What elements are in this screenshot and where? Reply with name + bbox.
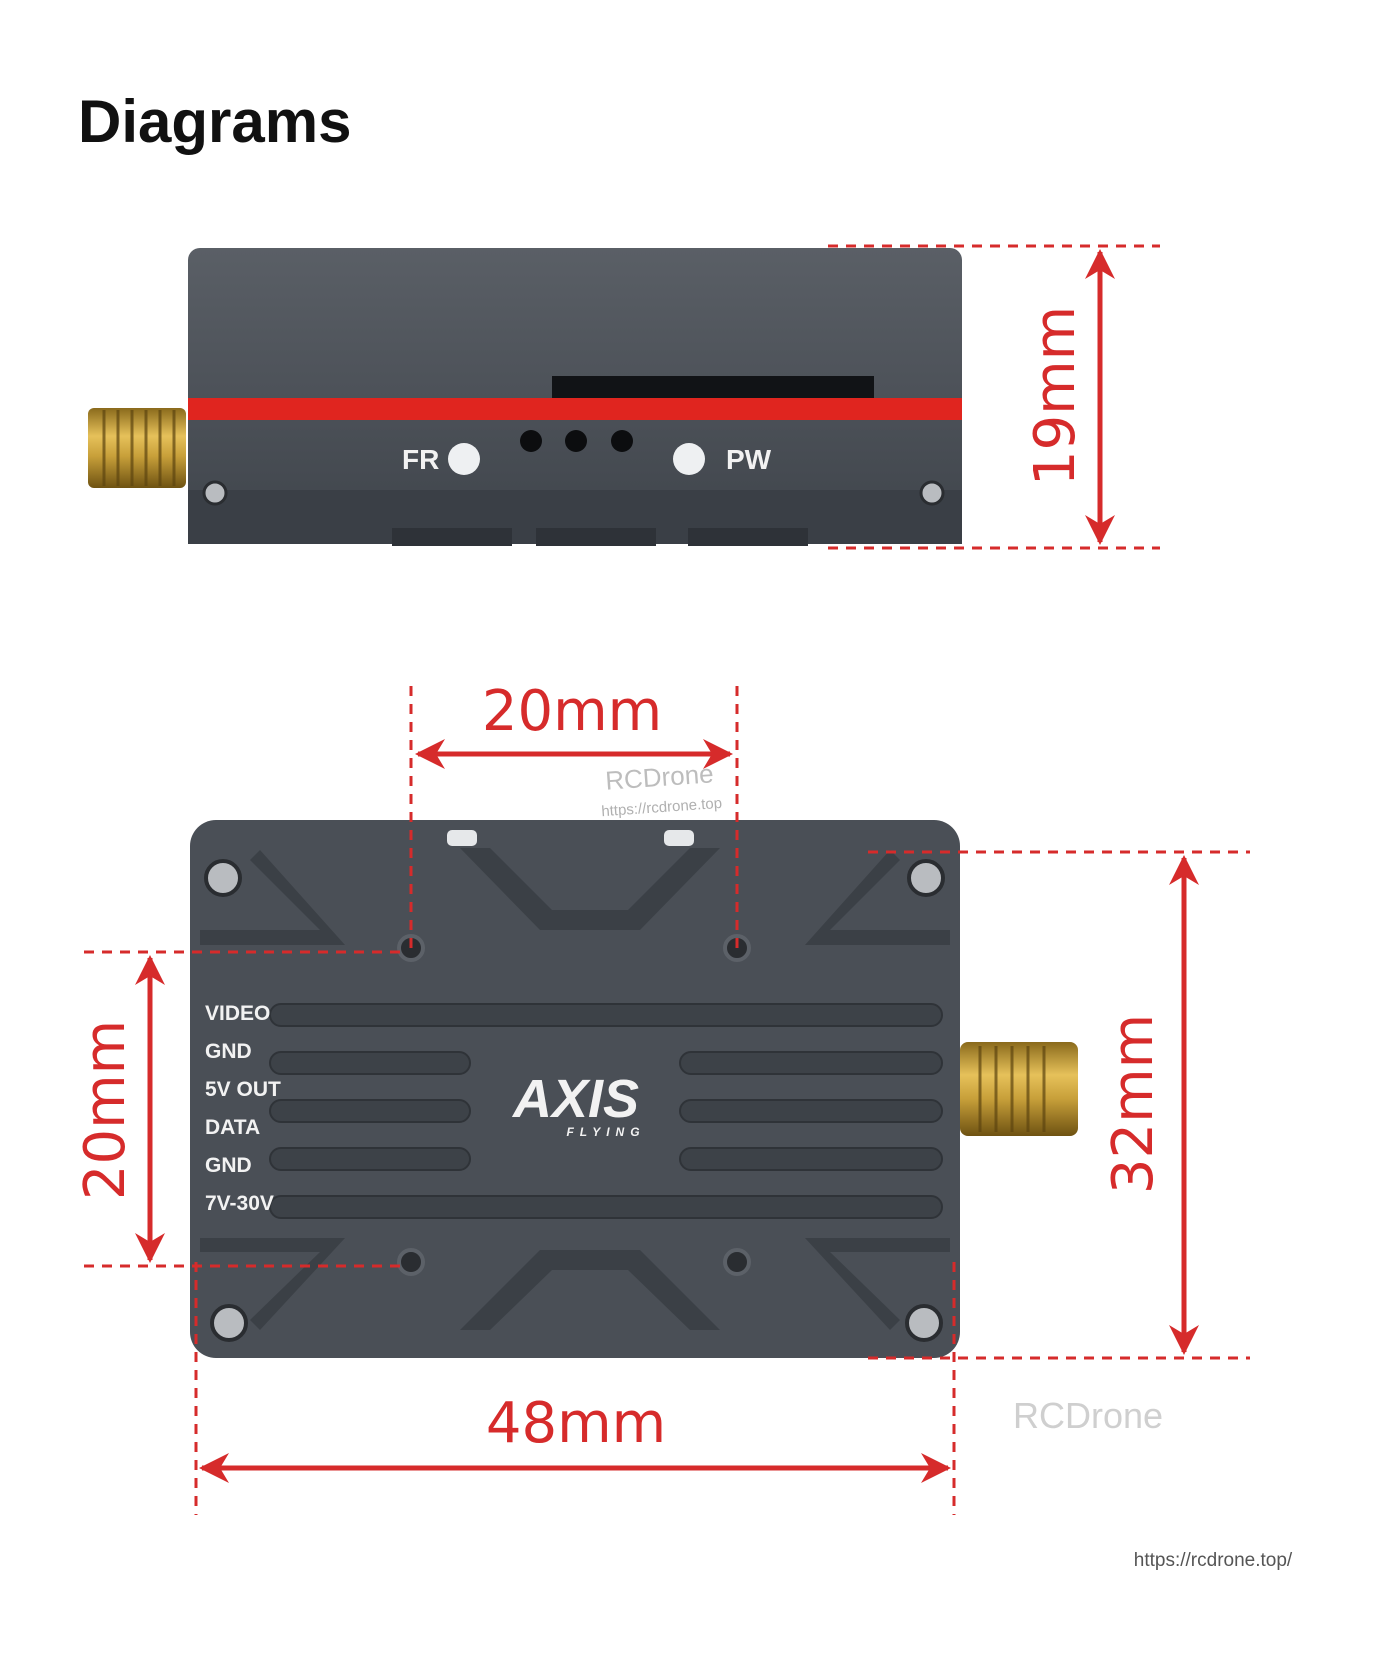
hole-vertical-label: 20mm — [73, 1020, 138, 1200]
button-hole-2 — [565, 430, 587, 452]
side-view: FR PW 19mm — [88, 244, 1160, 550]
watermark-brand-right: RCDrone — [1013, 1395, 1163, 1436]
axis-logo: AXIS FLYING — [511, 1069, 645, 1139]
pw-led — [673, 443, 705, 475]
height-dimension-side: 19mm — [828, 244, 1160, 550]
body-width-label: 48mm — [486, 1391, 666, 1456]
sma-connector-top — [960, 1042, 1078, 1136]
fr-label: FR — [402, 444, 439, 475]
body-width-dimension: 48mm — [194, 1262, 956, 1515]
body-height-label: 32mm — [1101, 1014, 1166, 1194]
watermark-url-center: https://rcdrone.top — [601, 795, 723, 820]
button-hole-3 — [611, 430, 633, 452]
footer-url: https://rcdrone.top/ — [1134, 1550, 1293, 1571]
pw-label: PW — [726, 444, 772, 475]
body-height-dimension: 32mm — [868, 850, 1250, 1360]
corner-screws — [204, 859, 945, 1342]
sma-connector-side — [88, 408, 186, 488]
hole-spacing-label: 20mm — [482, 679, 662, 744]
pin-power: 7V-30V — [205, 1192, 274, 1215]
pin-gnd-2: GND — [205, 1154, 252, 1177]
top-view: VIDEO GND 5V OUT DATA GND 7V-30V AXIS FL… — [73, 679, 1250, 1515]
pin-data: DATA — [205, 1116, 260, 1139]
pin-5v-out: 5V OUT — [205, 1078, 281, 1101]
watermark-brand-center: RCDrone — [604, 758, 714, 795]
svg-text:AXIS: AXIS — [511, 1069, 639, 1129]
red-stripe — [188, 398, 962, 420]
pin-video: VIDEO — [205, 1002, 270, 1025]
sd-slot — [552, 376, 874, 398]
top-body — [190, 820, 960, 1358]
side-height-label: 19mm — [1023, 306, 1088, 486]
svg-text:FLYING: FLYING — [566, 1125, 645, 1139]
pin-gnd-1: GND — [205, 1040, 252, 1063]
button-hole-1 — [520, 430, 542, 452]
fr-led — [448, 443, 480, 475]
page-title: Diagrams — [78, 88, 352, 155]
hole-vertical-dimension: 20mm — [73, 950, 408, 1268]
hole-spacing-dimension: 20mm — [409, 679, 739, 948]
